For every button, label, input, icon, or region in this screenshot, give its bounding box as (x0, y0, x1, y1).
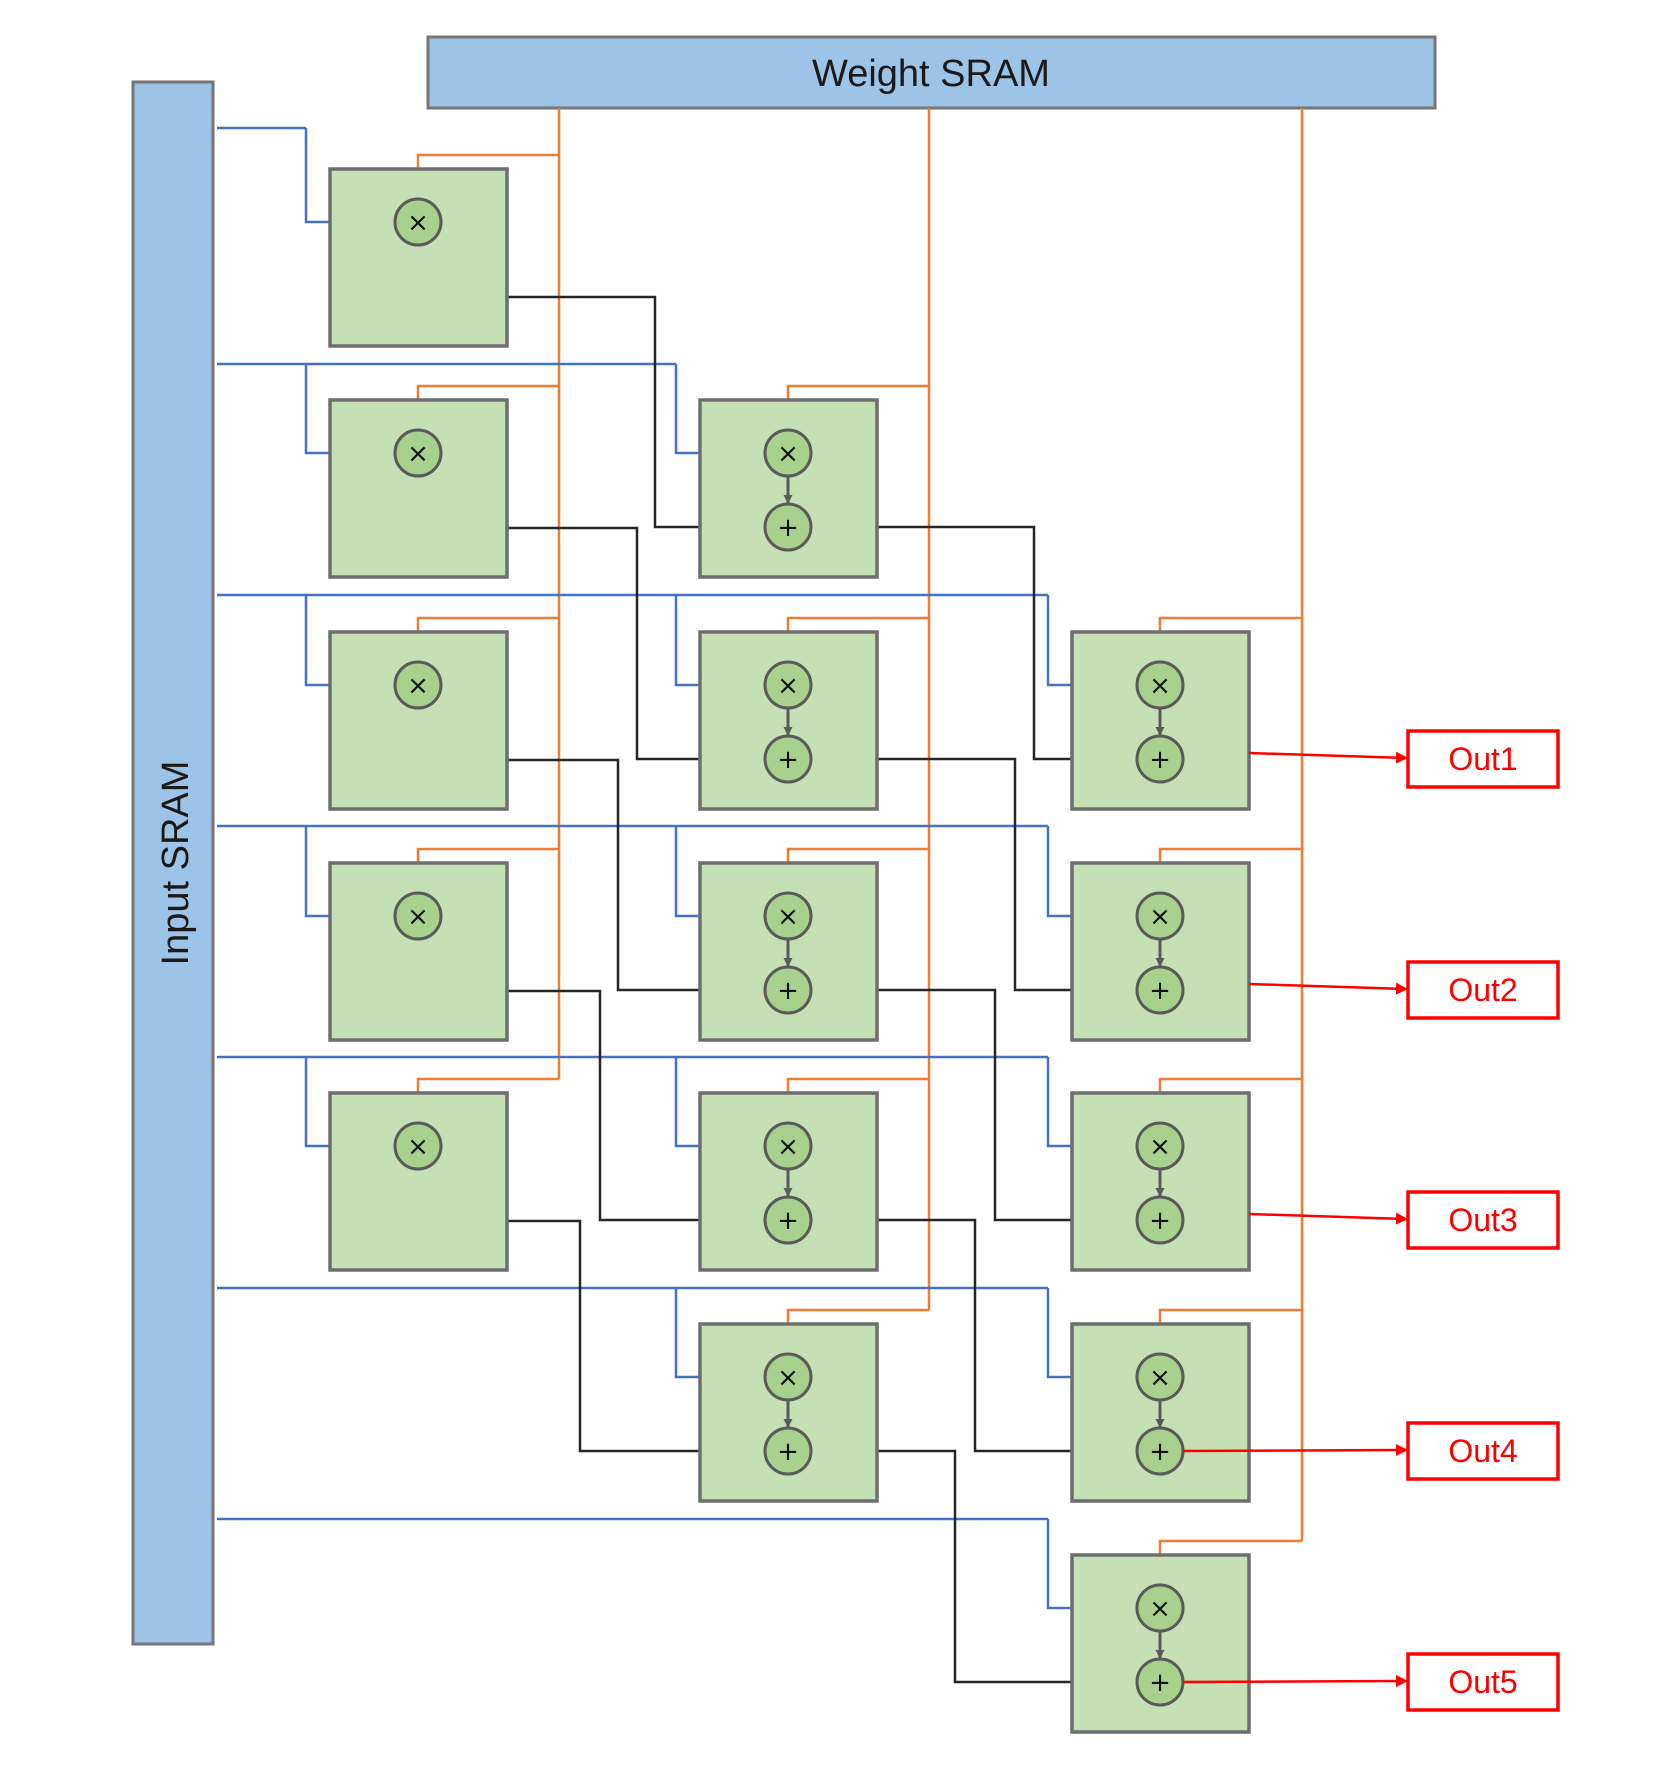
processing-element: ×+ (1070, 1091, 1251, 1272)
add-symbol: + (777, 513, 799, 543)
processing-element: × (328, 398, 509, 579)
processing-element: × (328, 167, 509, 348)
pe-box (328, 398, 509, 579)
adder-node (1135, 734, 1185, 784)
output-box (1406, 1421, 1560, 1481)
weight-sram (426, 35, 1437, 110)
processing-element: ×+ (1070, 861, 1251, 1042)
partial-sum-wire (811, 1449, 1137, 1687)
adder-node (763, 502, 813, 552)
processing-element: × (328, 1091, 509, 1272)
add-symbol: + (1149, 1668, 1171, 1698)
multiply-symbol: × (777, 1363, 799, 1393)
adder-node (763, 1195, 813, 1245)
processing-element: ×+ (698, 1091, 879, 1272)
adder-node (763, 734, 813, 784)
multiplier-node (393, 660, 443, 710)
multiply-symbol: × (777, 671, 799, 701)
output-wire (1248, 982, 1408, 995)
output-label: Out5 (1448, 1664, 1517, 1700)
multiply-symbol: × (1149, 1363, 1171, 1393)
multiply-symbol: × (777, 1132, 799, 1162)
processing-element: ×+ (698, 630, 879, 811)
add-symbol: + (1149, 745, 1171, 775)
multiplier-node (393, 428, 443, 478)
multiply-symbol: × (1149, 1132, 1171, 1162)
output-label: Out2 (1448, 972, 1517, 1008)
output-label: Out4 (1448, 1433, 1517, 1469)
pe-box (328, 167, 509, 348)
adder-node (763, 1426, 813, 1476)
processing-element: ×+ (698, 861, 879, 1042)
processing-element: × (328, 861, 509, 1042)
output-wire (1248, 751, 1408, 764)
output-box (1406, 1190, 1560, 1250)
output-label: Out3 (1448, 1202, 1517, 1238)
multiply-symbol: × (777, 902, 799, 932)
pe-box (328, 861, 509, 1042)
multiply-symbol: × (1149, 1594, 1171, 1624)
multiply-symbol: × (407, 439, 429, 469)
add-symbol: + (777, 745, 799, 775)
partial-sum-wire (811, 988, 1137, 1225)
processing-element: ×+ (698, 398, 879, 579)
multiplier-node (393, 891, 443, 941)
adder-node (1135, 965, 1185, 1015)
add-symbol: + (777, 976, 799, 1006)
multiplier-node (393, 1121, 443, 1171)
processing-element: ×+ (698, 1322, 879, 1503)
processing-element: ×+ (1070, 1553, 1251, 1734)
output-wire (1182, 1675, 1408, 1688)
adder-node (763, 965, 813, 1015)
add-symbol: + (1149, 1206, 1171, 1236)
output-label: Out1 (1448, 741, 1517, 777)
add-symbol: + (777, 1437, 799, 1467)
processing-element: ×+ (1070, 630, 1251, 811)
wires (217, 108, 1304, 1687)
input-sram-label: Input SRAM (155, 761, 197, 966)
multiply-symbol: × (1149, 902, 1171, 932)
output-wire (1182, 1444, 1408, 1457)
pe-box (328, 1091, 509, 1272)
multiply-symbol: × (777, 439, 799, 469)
processing-element: × (328, 630, 509, 811)
multiplier-node (393, 197, 443, 247)
output-box (1406, 960, 1560, 1020)
pe-box (328, 630, 509, 811)
add-symbol: + (1149, 1437, 1171, 1467)
partial-sum-wire (811, 1218, 1137, 1456)
input-sram (131, 80, 215, 1646)
multiply-symbol: × (407, 902, 429, 932)
output-box (1406, 1652, 1560, 1712)
weight-sram-label: Weight SRAM (812, 53, 1050, 95)
multiply-symbol: × (407, 1132, 429, 1162)
multiply-symbol: × (1149, 671, 1171, 701)
multiply-symbol: × (407, 208, 429, 238)
add-symbol: + (1149, 976, 1171, 1006)
processing-elements: ××××××+×+×+×+×+×+×+×+×+×+ (328, 167, 1251, 1734)
adder-node (1135, 1195, 1185, 1245)
add-symbol: + (777, 1206, 799, 1236)
processing-element: ×+ (1070, 1322, 1251, 1503)
multiply-symbol: × (407, 671, 429, 701)
output-box (1406, 729, 1560, 789)
output-wire (1248, 1212, 1408, 1225)
